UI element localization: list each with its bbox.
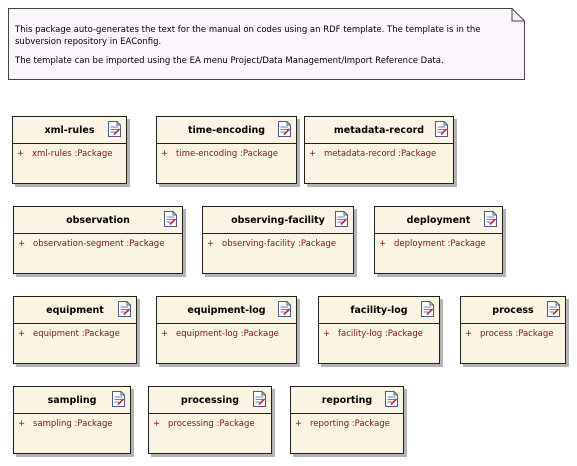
package-element[interactable]: equipment +equipment :Package xyxy=(13,296,137,364)
document-icon xyxy=(164,211,177,227)
document-icon xyxy=(335,211,348,227)
document-icon xyxy=(421,301,434,317)
diagram-note[interactable]: This package auto-generates the text for… xyxy=(8,8,525,80)
element-title: time-encoding xyxy=(187,125,266,136)
document-icon xyxy=(547,301,560,317)
element-attribute: +process :Package xyxy=(465,329,554,339)
package-element[interactable]: process +process :Package xyxy=(460,296,566,364)
document-icon xyxy=(118,301,131,317)
package-element[interactable]: sampling +sampling :Package xyxy=(13,386,131,454)
element-title: xml-rules xyxy=(44,125,95,136)
element-attribute: +xml-rules :Package xyxy=(17,149,113,159)
element-attribute: +deployment :Package xyxy=(379,239,486,249)
element-title: process xyxy=(492,305,534,316)
package-element[interactable]: observation +observation-segment :Packag… xyxy=(13,206,183,274)
document-icon xyxy=(253,391,266,407)
package-element[interactable]: observing-facility +observing-facility :… xyxy=(202,206,354,274)
element-title: processing xyxy=(180,395,240,406)
package-element[interactable]: time-encoding +time-encoding :Package xyxy=(156,116,297,184)
document-icon xyxy=(278,301,291,317)
document-icon xyxy=(435,121,448,137)
element-attribute: +time-encoding :Package xyxy=(161,149,279,159)
element-title: observing-facility xyxy=(231,215,325,226)
element-title: deployment xyxy=(406,215,471,226)
package-element[interactable]: xml-rules +xml-rules :Package xyxy=(12,116,127,184)
element-title: sampling xyxy=(47,395,97,406)
element-attribute: +reporting :Package xyxy=(295,419,390,429)
package-element[interactable]: deployment +deployment :Package xyxy=(374,206,503,274)
element-attribute: +equipment :Package xyxy=(18,329,120,339)
element-title: metadata-record xyxy=(333,125,425,136)
element-attribute: +metadata-record :Package xyxy=(309,149,437,159)
document-icon xyxy=(108,121,121,137)
element-attribute: +sampling :Package xyxy=(18,419,113,429)
element-title: reporting xyxy=(321,395,373,406)
document-icon xyxy=(385,391,398,407)
package-element[interactable]: processing +processing :Package xyxy=(148,386,272,454)
element-title: equipment xyxy=(46,305,104,316)
note-shape xyxy=(8,8,525,80)
package-element[interactable]: metadata-record +metadata-record :Packag… xyxy=(304,116,454,184)
element-attribute: +observing-facility :Package xyxy=(207,239,337,249)
note-paragraph: This package auto-generates the text for… xyxy=(15,25,481,47)
element-title: facility-log xyxy=(350,305,408,316)
element-attribute: +observation-segment :Package xyxy=(18,239,165,249)
element-attribute: +processing :Package xyxy=(153,419,255,429)
element-title: observation xyxy=(66,215,130,226)
element-attribute: +facility-log :Package xyxy=(323,329,423,339)
package-element[interactable]: reporting +reporting :Package xyxy=(290,386,404,454)
package-element[interactable]: equipment-log +equipment-log :Package xyxy=(156,296,297,364)
package-element[interactable]: facility-log +facility-log :Package xyxy=(318,296,440,364)
document-icon xyxy=(112,391,125,407)
element-title: equipment-log xyxy=(187,305,266,316)
note-paragraph: The template can be imported using the E… xyxy=(15,56,444,66)
element-attribute: +equipment-log :Package xyxy=(161,329,279,339)
note-text: This package auto-generates the text for… xyxy=(15,25,515,76)
document-icon xyxy=(278,121,291,137)
document-icon xyxy=(484,211,497,227)
